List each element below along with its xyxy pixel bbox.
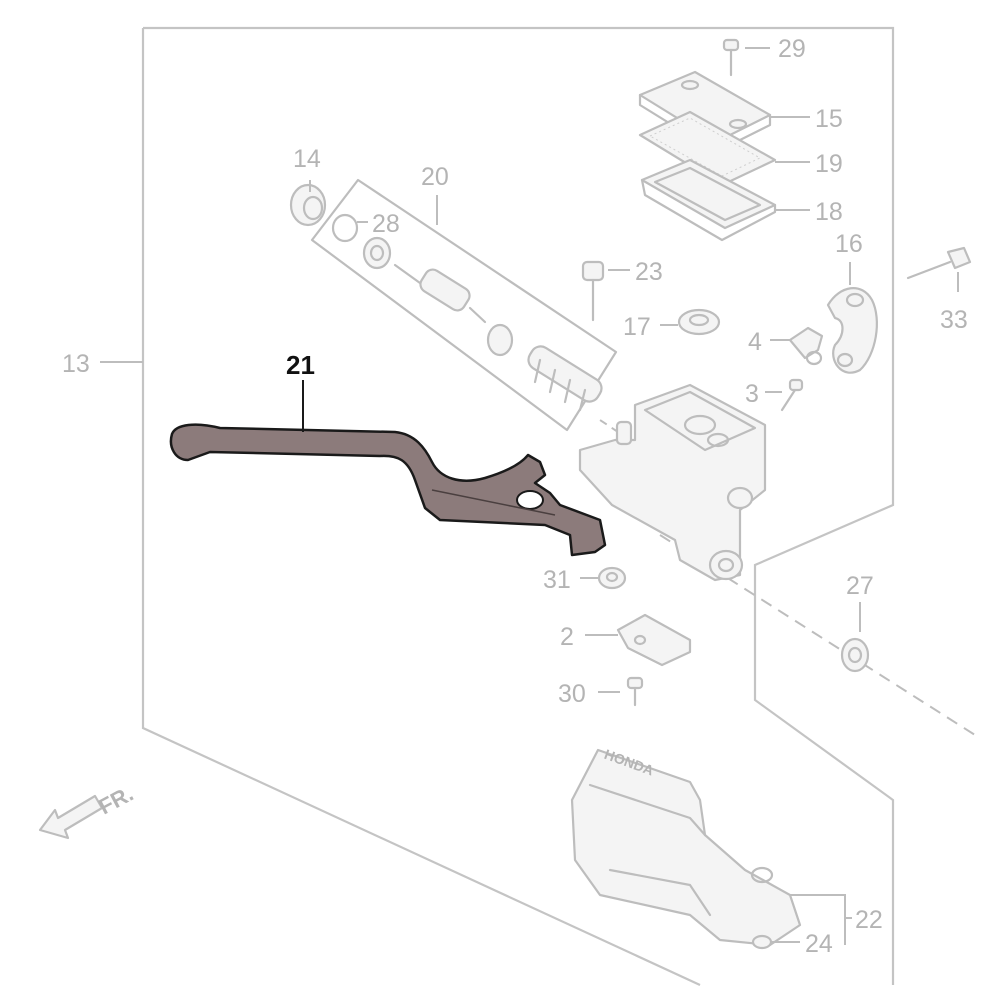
part-3-screw [765,378,804,412]
part-labels: 29 15 19 18 14 20 28 16 23 33 17 4 13 21… [62,35,968,958]
brake-lever-shape[interactable] [169,423,607,557]
master-cylinder-body [578,383,767,582]
part-label-29[interactable]: 29 [778,35,806,63]
part-31-pivot-nut [580,566,627,590]
part-label-4[interactable]: 4 [748,328,762,356]
part-label-31[interactable]: 31 [543,566,571,594]
part-label-3[interactable]: 3 [745,380,759,408]
part-label-24[interactable]: 24 [805,930,833,958]
part-30-screw [598,676,644,707]
part-17-bushing [660,308,721,336]
part-14-boot [289,180,327,227]
part-2-switch [585,613,692,667]
part-label-19[interactable]: 19 [815,150,843,178]
part-label-15[interactable]: 15 [815,105,843,133]
part-22-cover: HONDA [570,746,802,947]
lever-pivot-hole [516,490,544,510]
part-label-23[interactable]: 23 [635,258,663,286]
part-4-switch [770,326,824,366]
part-label-22[interactable]: 22 [855,906,883,934]
part-label-28[interactable]: 28 [372,210,400,238]
part-18-diaphragm [640,158,810,242]
part-label-33[interactable]: 33 [940,306,968,334]
part-24-screws [751,894,852,950]
part-label-20[interactable]: 20 [421,163,449,191]
part-28-circlip [331,213,368,243]
part-label-2[interactable]: 2 [560,623,574,651]
part-label-18[interactable]: 18 [815,198,843,226]
part-label-13[interactable]: 13 [62,350,90,378]
part-33-bolt [906,246,972,292]
part-label-14[interactable]: 14 [293,145,321,173]
part-29-screw [722,38,770,77]
part-label-17[interactable]: 17 [623,313,651,341]
direction-label: FR. [94,781,137,820]
part-21-brake-lever[interactable] [169,380,607,557]
part-label-16[interactable]: 16 [835,230,863,258]
assembly-frame [141,26,895,986]
part-16-holder [826,262,878,374]
front-direction-arrow: FR. [38,781,137,840]
lever-edge-line [431,489,556,516]
part-label-27[interactable]: 27 [846,572,874,600]
part-20-piston-kit [310,178,618,432]
part-label-30[interactable]: 30 [558,680,586,708]
part-label-21[interactable]: 21 [286,350,315,380]
part-23-bolt [581,260,630,322]
part-27-seal [840,602,870,673]
